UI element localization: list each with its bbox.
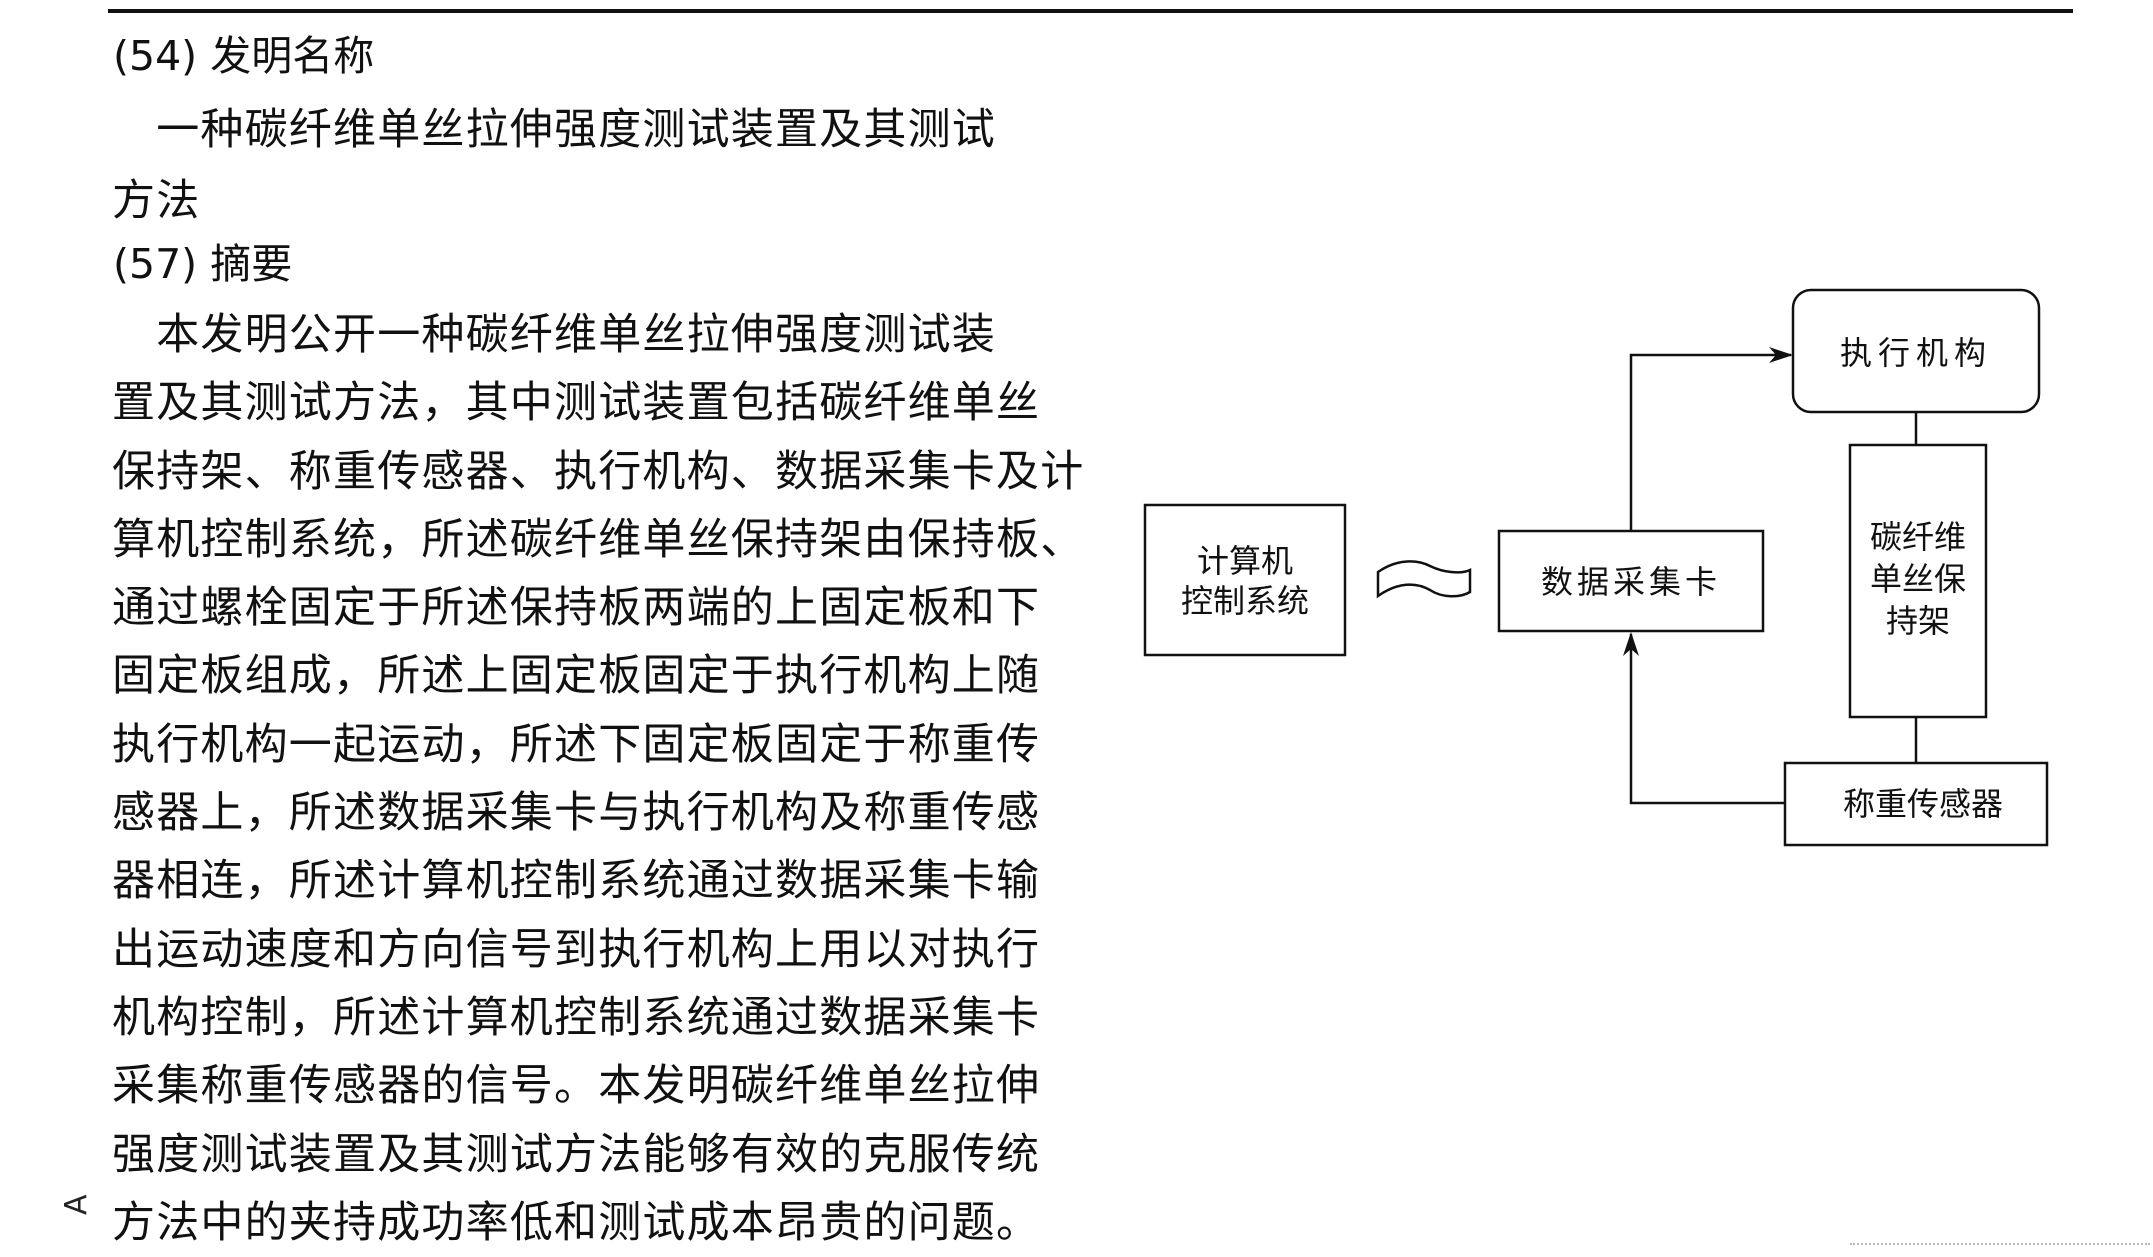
side-margin-glyph: A bbox=[59, 1194, 94, 1215]
daq-label: 数据采集卡 bbox=[1541, 563, 1721, 601]
abstract-line: 固定板组成，所述上固定板固定于执行机构上随 bbox=[112, 651, 1041, 702]
actuator-box: 执行机构 bbox=[1791, 288, 2041, 414]
computer-control-box: 计算机 控制系统 bbox=[1143, 503, 1347, 657]
scan-artifact bbox=[1850, 1243, 2150, 1247]
sensor-label: 称重传感器 bbox=[1843, 785, 2003, 823]
abstract-line: 采集称重传感器的信号。本发明碳纤维单丝拉伸 bbox=[112, 1061, 1041, 1112]
holder-label-line: 碳纤维 bbox=[1870, 518, 1966, 556]
abstract-line: 强度测试装置及其测试方法能够有效的克服传统 bbox=[112, 1129, 1041, 1180]
abstract-line: 器相连，所述计算机控制系统通过数据采集卡输 bbox=[112, 856, 1041, 907]
abstract-line: 通过螺栓固定于所述保持板两端的上固定板和下 bbox=[112, 583, 1041, 634]
abstract-line: 置及其测试方法，其中测试装置包括碳纤维单丝 bbox=[112, 378, 1041, 429]
header-rule bbox=[108, 9, 2073, 13]
invention-title: 一种碳纤维单丝拉伸强度测试装置及其测试 方法 bbox=[112, 95, 1072, 237]
computer-label-line: 控制系统 bbox=[1181, 582, 1309, 620]
abstract-line: 算机控制系统，所述碳纤维单丝保持架由保持板、 bbox=[112, 514, 1085, 565]
abstract-line: 方法中的夹持成功率低和测试成本昂贵的问题。 bbox=[112, 1197, 1041, 1248]
block-diagram: 计算机 控制系统 数据采集卡 执行机构 碳纤维 单丝保 持架 称重传感器 bbox=[1143, 288, 2049, 847]
abstract-line: 本发明公开一种碳纤维单丝拉伸强度测试装 bbox=[112, 310, 996, 360]
abstract-heading: (57) 摘要 bbox=[113, 240, 293, 288]
abstract-line: 感器上，所述数据采集卡与执行机构及称重传感 bbox=[112, 788, 1041, 839]
sensor-to-daq-arrow bbox=[1623, 632, 1785, 805]
actuator-label: 执行机构 bbox=[1840, 334, 1992, 372]
title-line: 一种碳纤维单丝拉伸强度测试装置及其测试 bbox=[112, 105, 996, 155]
communication-link-symbol bbox=[1376, 560, 1472, 599]
daq-card-box: 数据采集卡 bbox=[1497, 529, 1765, 633]
computer-label-line: 计算机 bbox=[1197, 542, 1293, 580]
abstract-line: 机构控制，所述计算机控制系统通过数据采集卡 bbox=[112, 992, 1041, 1043]
holder-label-line: 持架 bbox=[1886, 602, 1950, 640]
fiber-holder-box: 碳纤维 单丝保 持架 bbox=[1848, 443, 1988, 719]
holder-label-line: 单丝保 bbox=[1870, 560, 1966, 598]
abstract-line: 执行机构一起运动，所述下固定板固定于称重传 bbox=[112, 719, 1041, 770]
invention-title-heading: (54) 发明名称 bbox=[113, 32, 375, 80]
daq-to-actuator-arrow bbox=[1629, 347, 1793, 531]
title-line: 方法 bbox=[112, 176, 201, 226]
abstract-text: 本发明公开一种碳纤维单丝拉伸强度测试装 置及其测试方法，其中测试装置包括碳纤维单… bbox=[112, 301, 1085, 1257]
abstract-line: 出运动速度和方向信号到执行机构上用以对执行 bbox=[112, 924, 1041, 975]
abstract-line: 保持架、称重传感器、执行机构、数据采集卡及计 bbox=[112, 446, 1085, 497]
weighing-sensor-box: 称重传感器 bbox=[1783, 761, 2049, 847]
